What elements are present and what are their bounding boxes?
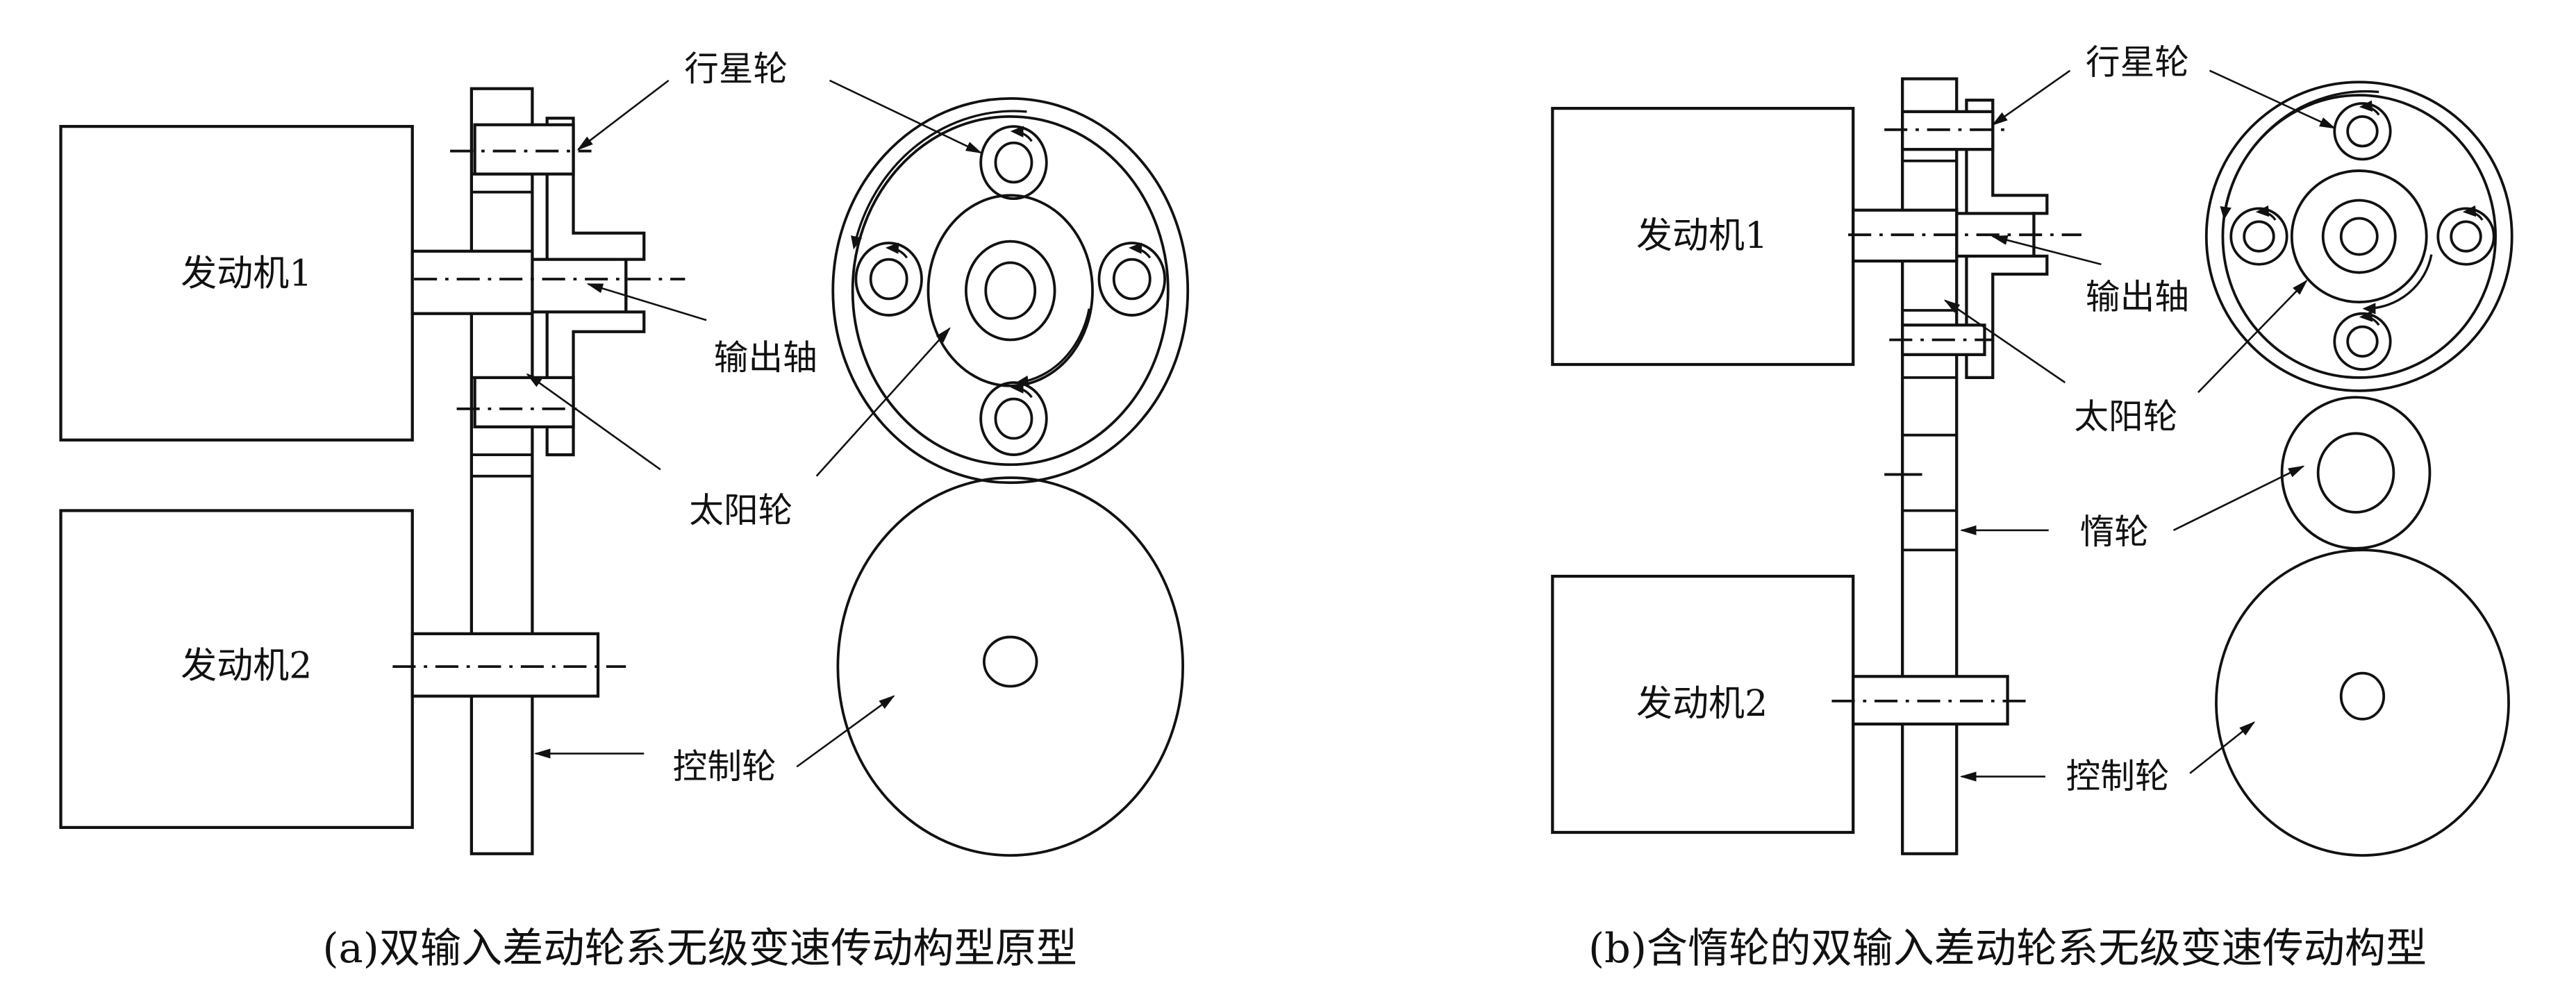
- output-shaft: [531, 258, 628, 314]
- control-wheel-label: 控制轮: [2066, 756, 2170, 796]
- control-wheel-front-view: [836, 476, 1185, 857]
- ring-gear-outer: [2204, 81, 2513, 392]
- caption-b: (b)含惰轮的双输入差动轮系无级变速传动构型: [1588, 924, 2427, 972]
- engine-1-label: 发动机1: [1636, 215, 1768, 257]
- control-wheel-front-view: [2215, 548, 2510, 857]
- output-shaft-label: 输出轴: [2086, 277, 2189, 317]
- engine-2-box: 发动机2: [1551, 574, 1855, 834]
- caption-a: (a)双输入差动轮系无级变速传动构型原型: [322, 924, 1077, 972]
- planet-gear-label: 行星轮: [2086, 42, 2189, 82]
- planet-pin-top: [1884, 110, 2013, 151]
- control-gear-side-view: [1884, 77, 1959, 855]
- planet-pin-bottom: [1889, 324, 1993, 356]
- panel-a: 发动机1 发动机2: [59, 49, 1190, 972]
- idler-gear-label: 惰轮: [2080, 512, 2149, 552]
- output-shaft-label: 输出轴: [714, 337, 817, 378]
- engine-1-box: 发动机1: [59, 124, 414, 442]
- sun-gear: [926, 194, 1094, 387]
- engine-2-label: 发动机2: [1636, 683, 1768, 725]
- planet-gears: [2229, 102, 2495, 371]
- sun-gear: [2290, 169, 2428, 304]
- engine-1-box: 发动机1: [1551, 106, 1855, 367]
- ring-gear-inner: [2221, 94, 2497, 379]
- rotation-arrows: [851, 110, 1152, 398]
- leaders-b: [1943, 69, 2336, 782]
- planet-gears: [854, 125, 1166, 456]
- engine-1-shaft: [410, 249, 685, 315]
- engine-1-label: 发动机1: [181, 253, 312, 294]
- sun-gear-label: 太阳轮: [689, 490, 792, 530]
- sun-gear-label: 太阳轮: [2074, 396, 2177, 437]
- planetary-gearset-front-view: [2204, 81, 2513, 392]
- ring-gear-outer: [831, 97, 1190, 485]
- planet-pin-bottom: [456, 376, 585, 428]
- engine-1-shaft: [1848, 208, 2082, 263]
- panel-b: 发动机1 发动机2: [1551, 42, 2513, 972]
- engine-2-box: 发动机2: [59, 509, 414, 830]
- planet-pin-top: [450, 123, 592, 176]
- engine-2-shaft: [392, 632, 626, 698]
- engine-2-label: 发动机2: [181, 646, 312, 687]
- control-gear-side-view: [470, 87, 534, 855]
- planet-gear-label: 行星轮: [684, 49, 788, 89]
- planetary-gearset-front-view: [831, 97, 1190, 485]
- idler-gear-front-view: [2280, 396, 2432, 550]
- leaders-a: [526, 79, 983, 768]
- engine-2-shaft: [1831, 675, 2034, 726]
- rotation-arrows: [2220, 90, 2484, 326]
- control-wheel-label: 控制轮: [673, 746, 776, 787]
- ring-gear-inner: [851, 115, 1170, 467]
